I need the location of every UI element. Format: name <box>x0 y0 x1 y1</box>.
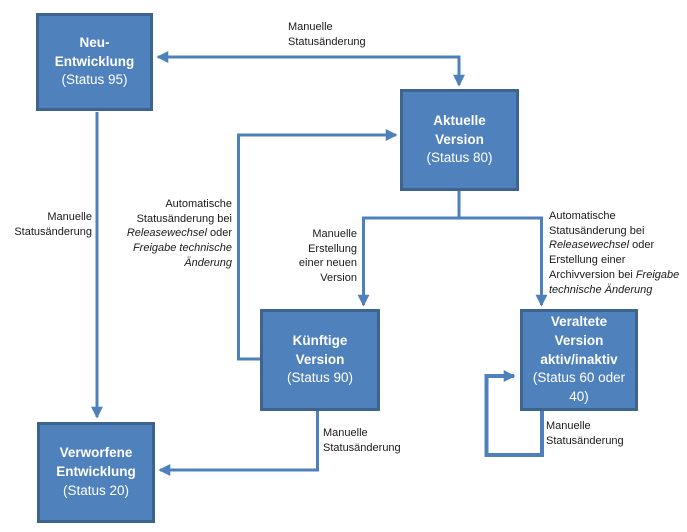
edge-label-veraltete-loop: Manuelle Statusänderung <box>546 420 624 447</box>
node-title: Veraltete Version aktiv/inaktiv <box>540 313 618 367</box>
edge-label-manual-creation: Manuelle Erstellung einer neuen Version <box>298 228 357 285</box>
connector-kuenftige-to-verworfene <box>158 411 319 476</box>
connector-aktuelle-to-neu <box>156 51 465 87</box>
node-status: (Status 60 oder 40) <box>532 370 626 405</box>
node-veraltete-version: Veraltete Version aktiv/inaktiv (Status … <box>520 309 638 411</box>
node-status: (Status 80) <box>426 150 493 166</box>
node-verworfene-entwicklung: Verworfene Entwicklung (Status 20) <box>37 422 155 523</box>
edge-label-kuenftige-to-verworfene: Manuelle Statusänderung <box>323 427 401 454</box>
node-status: (Status 20) <box>62 482 130 498</box>
node-aktuelle-version: Aktuelle Version (Status 80) <box>400 89 519 191</box>
node-kuenftige-version: Künftige Version (Status 90) <box>260 309 380 411</box>
node-title: Künftige Version <box>292 332 348 367</box>
edge-label-auto-release-left: Automatische Statusänderung bei Releasew… <box>126 198 232 269</box>
edge-label-left-manual: Manuelle Statusänderung <box>14 211 92 238</box>
node-neu-entwicklung: Neu- Entwicklung (Status 95) <box>36 13 153 111</box>
connector-kuenftige-to-aktuelle <box>237 129 398 361</box>
node-title: Neu- Entwicklung <box>54 34 135 69</box>
edge-label-auto-release-right: Automatische Statusänderung bei Releasew… <box>549 210 680 296</box>
node-status: (Status 90) <box>286 370 354 386</box>
connector-veraltete-self-loop <box>484 370 544 457</box>
edge-label-top-manual: Manuelle Statusänderung <box>288 21 366 48</box>
node-title: Aktuelle Version <box>433 112 486 147</box>
node-title: Verworfene Entwicklung <box>56 445 136 480</box>
node-status: (Status 95) <box>61 72 128 88</box>
connector-aktuelle-split <box>357 216 548 307</box>
